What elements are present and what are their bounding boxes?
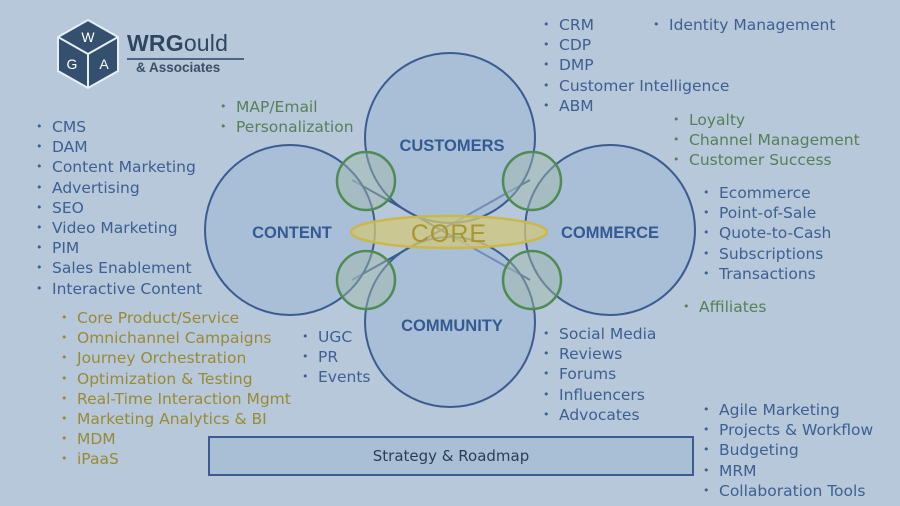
list-item: Core Product/Service [61, 308, 291, 328]
core-tools-list: Core Product/ServiceOmnichannel Campaign… [61, 308, 291, 470]
list-item: CDP [543, 35, 729, 55]
operations-tools-list: Agile MarketingProjects & WorkflowBudget… [703, 400, 873, 501]
list-item: Quote-to-Cash [703, 223, 831, 243]
list-item: DAM [36, 137, 202, 157]
list-item: DMP [543, 55, 729, 75]
logo-divider [127, 58, 244, 60]
list-item: Subscriptions [703, 244, 831, 264]
list-item: CRM [543, 15, 729, 35]
logo-cube-icon: W G A [57, 18, 119, 90]
identity-list: Identity Management [653, 15, 835, 35]
strategy-roadmap-label: Strategy & Roadmap [372, 447, 530, 465]
list-item: CMS [36, 117, 202, 137]
list-item: MRM [703, 461, 873, 481]
list-item: MAP/Email [220, 97, 354, 117]
list-item: Ecommerce [703, 183, 831, 203]
list-item: Agile Marketing [703, 400, 873, 420]
content-customer-overlap-list: MAP/EmailPersonalization [220, 97, 354, 137]
content-label: CONTENT [252, 224, 332, 242]
core-label: CORE [411, 220, 487, 248]
customers-tools-list: CRMCDPDMPCustomer IntelligenceABM [543, 15, 729, 116]
logo-wordmark-bold: WRG [127, 30, 184, 56]
list-item: Journey Orchestration [61, 348, 291, 368]
logo-subtitle: & Associates [136, 60, 221, 75]
list-item: Collaboration Tools [703, 481, 873, 501]
overlap-content-customers [335, 150, 397, 212]
list-item: Customer Success [673, 150, 860, 170]
list-item: UGC [302, 327, 370, 347]
list-item: Content Marketing [36, 157, 202, 177]
list-item: iPaaS [61, 449, 291, 469]
list-item: Video Marketing [36, 218, 202, 238]
list-item: Transactions [703, 264, 831, 284]
list-item: Loyalty [673, 110, 860, 130]
overlap-customers-commerce [501, 150, 563, 212]
affiliates-list: Affiliates [683, 297, 766, 317]
list-item: Channel Management [673, 130, 860, 150]
logo-letter-g: G [67, 56, 78, 72]
list-item: Optimization & Testing [61, 369, 291, 389]
list-item: PIM [36, 238, 202, 258]
list-item: Budgeting [703, 440, 873, 460]
list-item: SEO [36, 198, 202, 218]
list-item: Marketing Analytics & BI [61, 409, 291, 429]
overlap-content-community [335, 249, 397, 311]
logo-letter-w: W [81, 29, 95, 45]
content-community-overlap-list: UGCPREvents [302, 327, 370, 388]
content-tools-list: CMSDAMContent MarketingAdvertisingSEOVid… [36, 117, 202, 299]
logo-wordmark: WRGould [127, 30, 228, 57]
list-item: Forums [543, 364, 656, 384]
list-item: Reviews [543, 344, 656, 364]
customer-commerce-overlap-list: LoyaltyChannel ManagementCustomer Succes… [673, 110, 860, 171]
community-label: COMMUNITY [401, 317, 503, 335]
list-item: Identity Management [653, 15, 835, 35]
list-item: Personalization [220, 117, 354, 137]
logo-letter-a: A [99, 56, 109, 72]
list-item: Advocates [543, 405, 656, 425]
commerce-label: COMMERCE [561, 224, 659, 242]
list-item: Social Media [543, 324, 656, 344]
customers-label: CUSTOMERS [399, 137, 504, 155]
list-item: Real-Time Interaction Mgmt [61, 389, 291, 409]
list-item: ABM [543, 96, 729, 116]
commerce-tools-list: EcommercePoint-of-SaleQuote-to-CashSubsc… [703, 183, 831, 284]
overlap-commerce-community [501, 249, 563, 311]
core-ellipse [349, 214, 549, 250]
list-item: MDM [61, 429, 291, 449]
list-item: Projects & Workflow [703, 420, 873, 440]
list-item: PR [302, 347, 370, 367]
list-item: Influencers [543, 385, 656, 405]
strategy-roadmap-box: Strategy & Roadmap [208, 436, 694, 476]
list-item: Omnichannel Campaigns [61, 328, 291, 348]
list-item: Sales Enablement [36, 258, 202, 278]
list-item: Affiliates [683, 297, 766, 317]
list-item: Events [302, 367, 370, 387]
list-item: Customer Intelligence [543, 76, 729, 96]
list-item: Interactive Content [36, 279, 202, 299]
community-tools-list: Social MediaReviewsForumsInfluencersAdvo… [543, 324, 656, 425]
logo-wordmark-rest: ould [183, 30, 229, 56]
list-item: Advertising [36, 178, 202, 198]
list-item: Point-of-Sale [703, 203, 831, 223]
